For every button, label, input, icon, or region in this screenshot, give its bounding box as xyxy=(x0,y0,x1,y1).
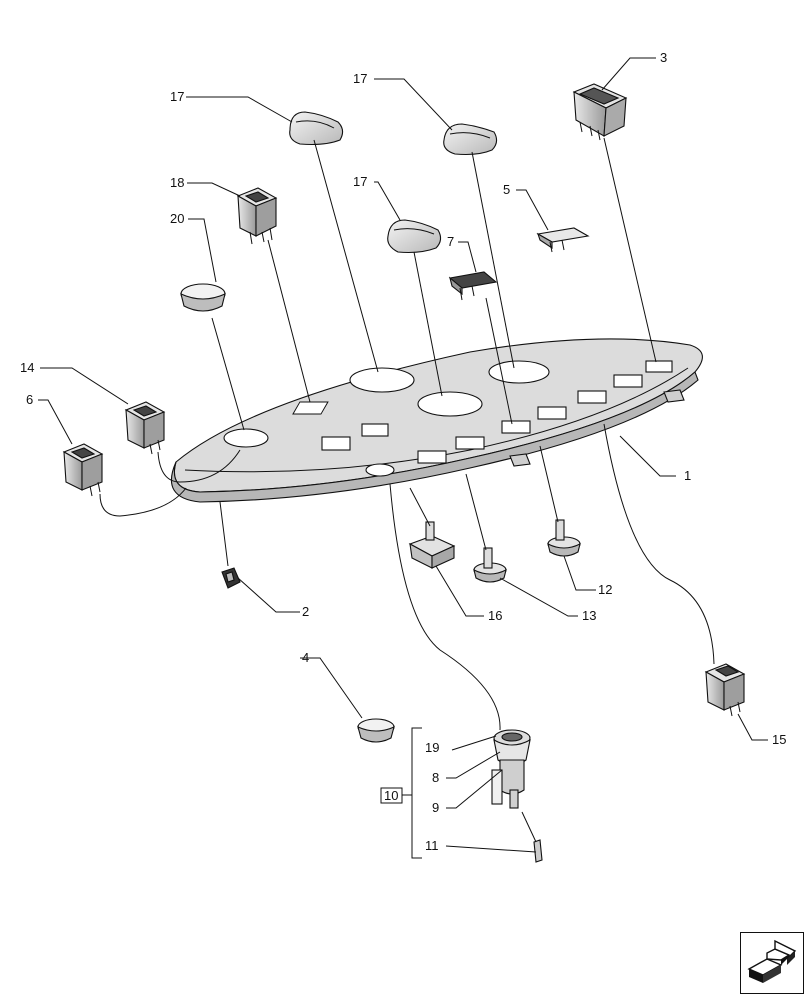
callout-13: 13 xyxy=(582,608,596,623)
callout-6: 6 xyxy=(26,392,33,407)
callout-4: 4 xyxy=(302,650,309,665)
blanking-plug xyxy=(357,718,395,743)
rotary-knob xyxy=(289,111,344,146)
callout-20: 20 xyxy=(170,211,184,226)
callout-1: 1 xyxy=(684,468,691,483)
blank-cover xyxy=(536,227,590,253)
callout-8: 8 xyxy=(432,770,439,785)
callout-5: 5 xyxy=(503,182,510,197)
rocker-switch xyxy=(572,83,628,141)
callout-16: 16 xyxy=(488,608,502,623)
power-socket-assembly xyxy=(491,729,543,863)
blanking-plug xyxy=(180,283,226,312)
switch-module xyxy=(124,401,166,455)
callout-15: 15 xyxy=(772,732,786,747)
callout-10: 10 xyxy=(384,788,398,803)
retaining-clip xyxy=(221,567,241,589)
console-panel xyxy=(171,338,703,503)
blank-cover xyxy=(448,271,498,301)
callout-9: 9 xyxy=(432,800,439,815)
potentiometer xyxy=(408,521,456,569)
switch-module xyxy=(704,663,746,717)
callout-labels: 17 17 17 18 20 14 6 3 5 7 1 2 4 16 13 12… xyxy=(20,50,786,853)
callout-17: 17 xyxy=(170,89,184,104)
switch-module xyxy=(62,443,104,497)
callout-10-box xyxy=(380,787,403,804)
rotary-knob xyxy=(387,219,442,254)
callout-17: 17 xyxy=(353,71,367,86)
rotary-knob xyxy=(443,123,498,156)
potentiometer xyxy=(547,519,581,557)
next-page-arrow-icon xyxy=(747,939,797,983)
callout-7: 7 xyxy=(447,234,454,249)
next-page-button[interactable] xyxy=(740,932,804,994)
leader-lines xyxy=(38,57,768,859)
callout-2: 2 xyxy=(302,604,309,619)
callout-17: 17 xyxy=(353,174,367,189)
switch-module xyxy=(236,187,278,245)
callout-3: 3 xyxy=(660,50,667,65)
callout-12: 12 xyxy=(598,582,612,597)
callout-18: 18 xyxy=(170,175,184,190)
potentiometer xyxy=(473,547,507,583)
callout-11: 11 xyxy=(425,838,439,853)
callout-19: 19 xyxy=(425,740,439,755)
callout-14: 14 xyxy=(20,360,34,375)
